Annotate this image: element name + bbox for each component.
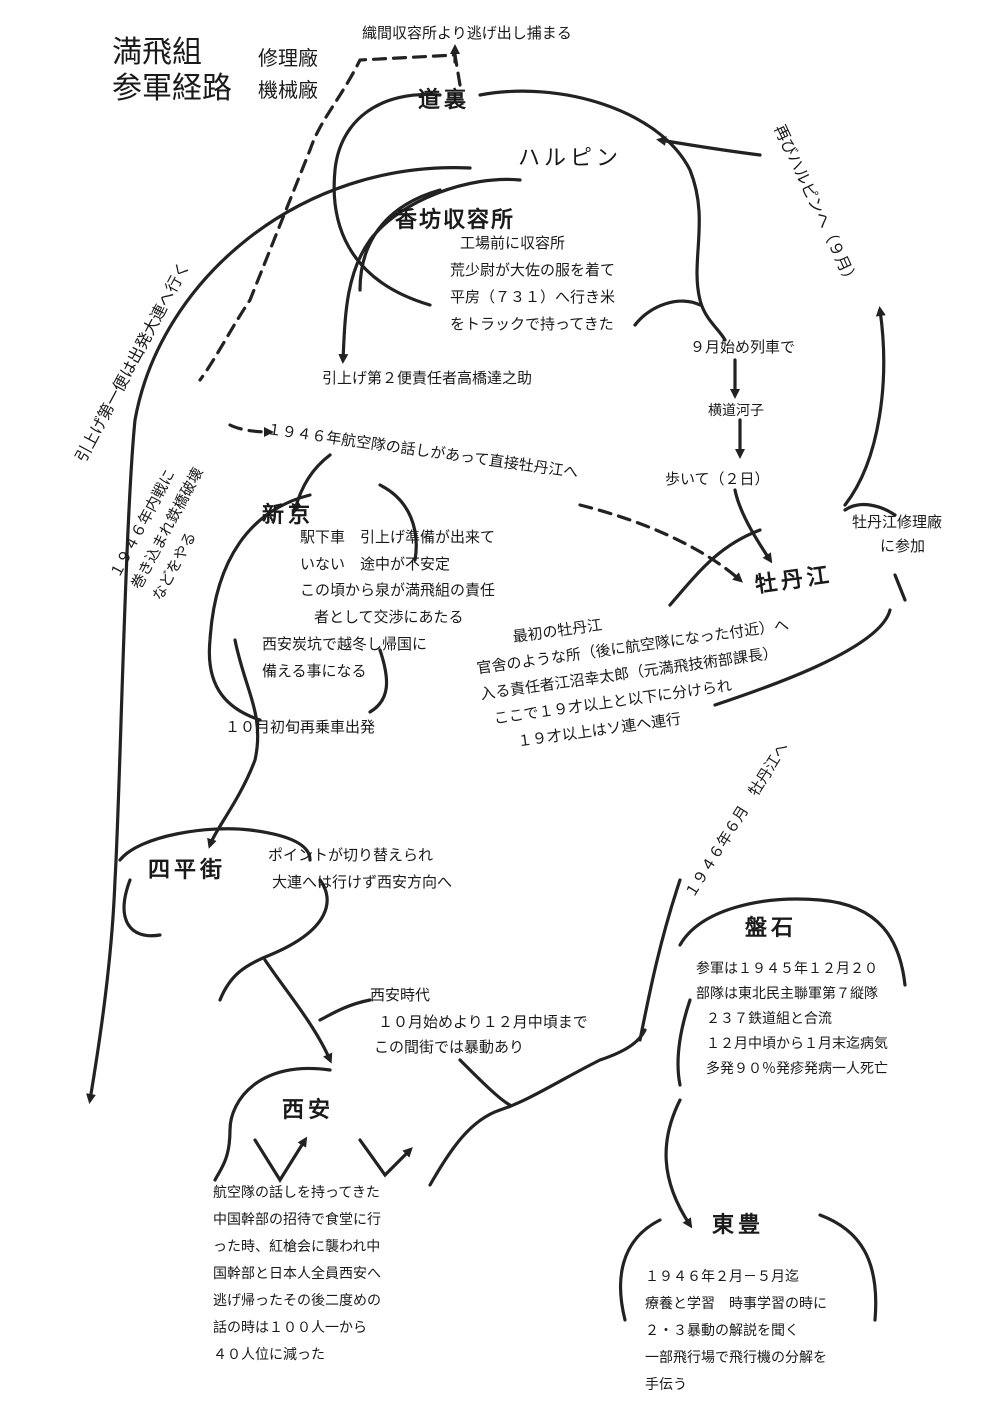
note-october-reboard: １０月初旬再乗車出発 [225,718,376,736]
route-dongfeng-loop [619,1218,662,1322]
route-xian-upper [458,1058,512,1107]
route-xian-chevron2 [358,1138,413,1178]
place-xinjing: 新京 [262,503,315,528]
route-walk [733,488,773,564]
route-mdj-repair [843,502,897,517]
place-panshi: 盤石 [745,916,798,941]
route-mdj-up-right [843,306,886,507]
note-walk: 歩いて（２日） [665,470,770,488]
title-line1: 満飛組 [112,35,202,70]
route-xinjing-loop [207,493,312,722]
place-xian: 西安 [282,1098,335,1123]
place-xiangfang: 香坊収容所 [395,208,516,233]
route-xiangfang-right [633,299,702,327]
route-harbin-curve2 [358,188,442,292]
route-june-1946 [713,608,892,707]
route-xian-chevron1 [253,1136,308,1184]
title-line2: 参軍経路 [112,71,232,106]
title-sub1: 修理廠 [258,46,318,70]
route-escape-dashed [198,53,462,382]
route-panshi-left [676,998,692,1087]
note-train-sept: ９月始め列車で [690,338,796,356]
route-panshi-down [664,1098,693,1229]
route-dongfeng-right [818,1213,878,1322]
route-panshi-loop [678,897,907,987]
route-aviation-dashed [578,503,744,583]
title-sub2: 機械廠 [258,78,318,102]
route-civil-war-dashed [228,423,274,437]
route-harbin-south [86,166,472,1104]
route-siping-bottom [122,878,162,938]
route-panshi-up [638,878,682,1042]
place-dongfeng: 東豊 [712,1213,765,1238]
route-xinjing-mid [207,638,260,849]
route-siping-loop [118,827,312,862]
route-mdj-down [893,573,907,602]
place-siping: 四平街 [148,858,227,883]
route-siping-to-xian [263,958,333,1064]
route-xian-right [428,1028,647,1187]
place-daoli: 道裏 [418,88,471,113]
route-daoli-right [478,89,727,342]
route-siping-right [218,878,329,1002]
note-hengdao: 横道河子 [708,403,764,419]
note-escape: 織間収容所より逃げ出し捕まる [362,24,572,42]
route-xinjing-right [378,483,418,562]
route-daoli-loop [332,92,442,307]
route-again-harbin [656,136,762,157]
route-xinjing-arrival [291,453,332,514]
note-second-convoy: 引上げ第２便責任者高橋達之助 [322,369,533,387]
route-xinjing-bottom [368,648,389,714]
route-xian-left [213,1066,332,1182]
route-xian-period [318,998,372,1022]
place-harbin: ハルピン [518,146,623,171]
